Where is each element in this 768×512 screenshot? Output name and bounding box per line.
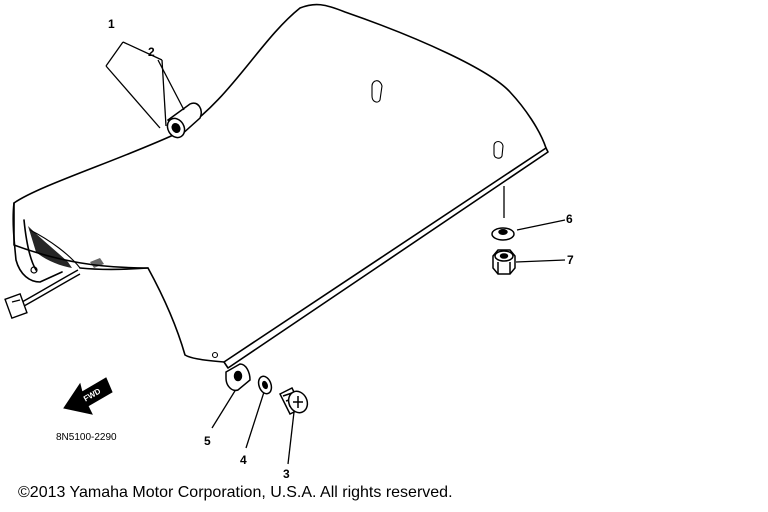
latch-cylinder [166, 102, 202, 139]
callout-7: 7 [567, 253, 574, 267]
leader-lines [105, 41, 566, 465]
callout-4: 4 [240, 453, 247, 467]
surface-notches [211, 80, 504, 359]
callout-1: 1 [108, 17, 115, 31]
callout-6: 6 [566, 212, 573, 226]
washer-4 [257, 375, 273, 395]
callout-5: 5 [204, 434, 211, 448]
forward-arrow-icon: FWD [63, 377, 113, 415]
callout-3: 3 [283, 467, 290, 481]
seat-cover-outline [12, 3, 549, 369]
copyright-notice: ©2013 Yamaha Motor Corporation, U.S.A. A… [18, 484, 453, 501]
callout-2: 2 [148, 45, 155, 59]
underside-shading [28, 226, 104, 268]
nut-7 [492, 249, 516, 275]
side-hole [30, 266, 38, 274]
bolt-3 [278, 386, 309, 416]
diagram-code: 8N5100-2290 [56, 432, 117, 443]
plate-washer-5 [225, 363, 251, 392]
washer-6 [491, 227, 515, 241]
wire-lead [4, 269, 81, 320]
